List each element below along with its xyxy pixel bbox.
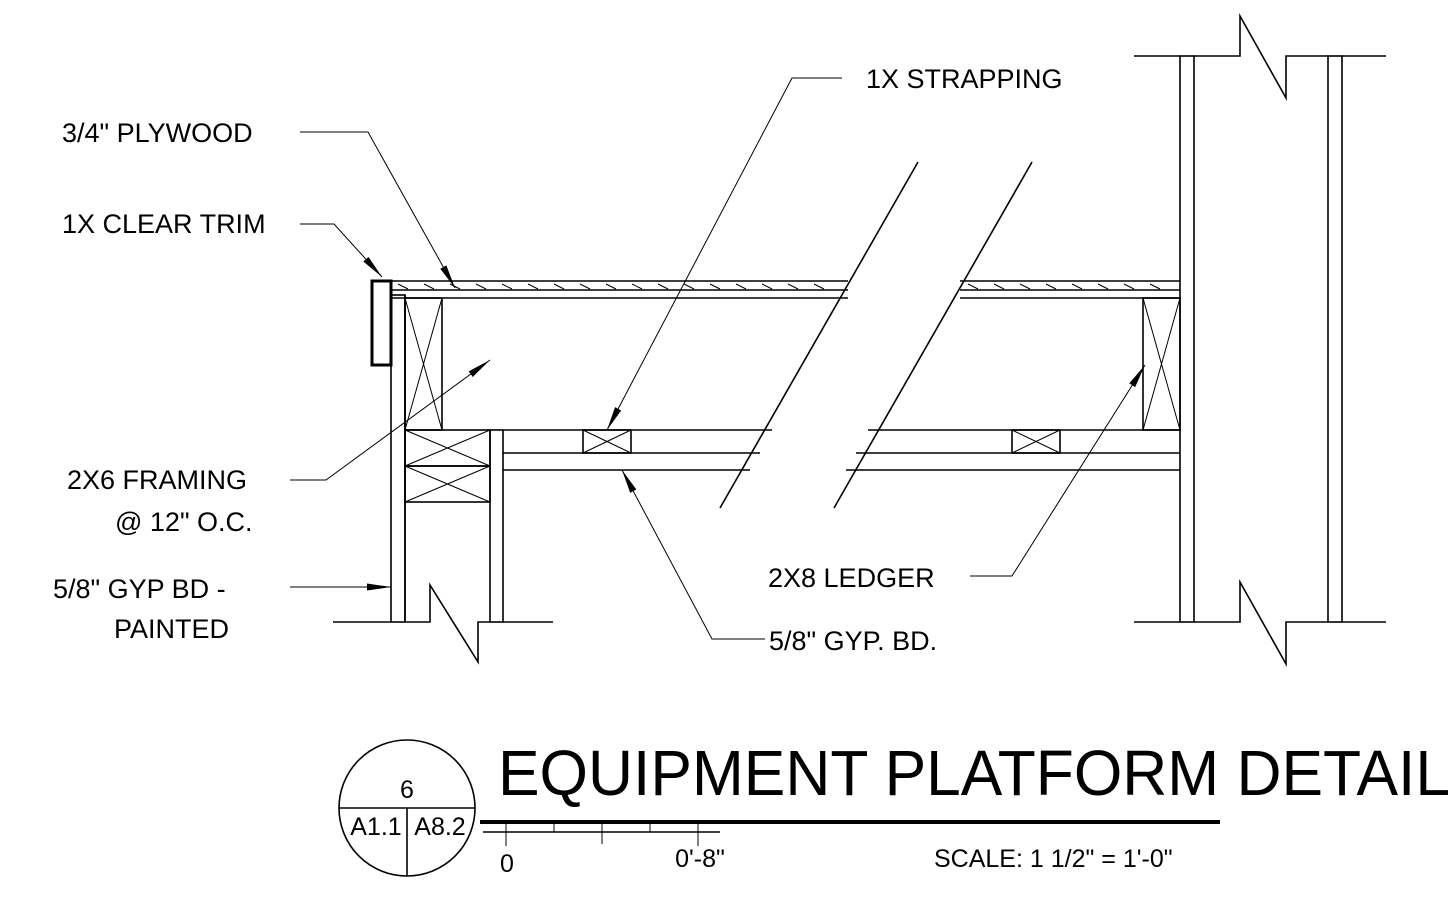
- plywood-hatch: [397, 283, 1161, 290]
- strapping-block-right: [1011, 429, 1061, 454]
- title-block: 6 A1.1 A8.2 EQUIPMENT PLATFORM DETAIL 0 …: [338, 737, 1450, 878]
- scale-text: SCALE: 1 1/2" = 1'-0": [934, 845, 1173, 873]
- label-ledger: 2X8 LEDGER: [768, 563, 935, 593]
- label-gyp-painted-line1: 5/8" GYP BD -: [53, 574, 226, 604]
- leaders: [290, 77, 1146, 640]
- scale-bar-end: 0'-8": [675, 845, 725, 873]
- label-strapping: 1X STRAPPING: [866, 64, 1063, 94]
- right-wall-gyp-left: [1179, 55, 1195, 623]
- left-wall-top-plate-lower: [404, 465, 491, 503]
- left-wall-gyp-outer: [390, 294, 406, 623]
- label-gyp-painted-line2: PAINTED: [114, 614, 229, 644]
- break-line-right: [833, 161, 1033, 509]
- scale-bar-start: 0: [500, 850, 514, 878]
- label-gyp-bd: 5/8" GYP. BD.: [769, 626, 937, 656]
- sheet-reference-left: A1.1: [350, 813, 401, 841]
- label-clear-trim: 1X CLEAR TRIM: [62, 209, 266, 239]
- break-line-left: [719, 161, 919, 509]
- detail-title: EQUIPMENT PLATFORM DETAIL: [498, 737, 1450, 809]
- right-wall: [1134, 12, 1386, 668]
- right-wall-gyp-right: [1327, 55, 1343, 623]
- label-framing-line2: @ 12" O.C.: [115, 507, 253, 537]
- left-wall-gyp-inner: [489, 429, 504, 623]
- platform-deck: [391, 161, 1181, 509]
- framing-joist-left: [404, 297, 443, 431]
- clear-trim: [370, 279, 393, 367]
- label-framing-line1: 2X6 FRAMING: [67, 465, 247, 495]
- label-plywood: 3/4" PLYWOOD: [62, 118, 253, 148]
- left-wall: [333, 294, 553, 665]
- sheet-reference-right: A8.2: [414, 813, 465, 841]
- detail-number: 6: [400, 776, 414, 804]
